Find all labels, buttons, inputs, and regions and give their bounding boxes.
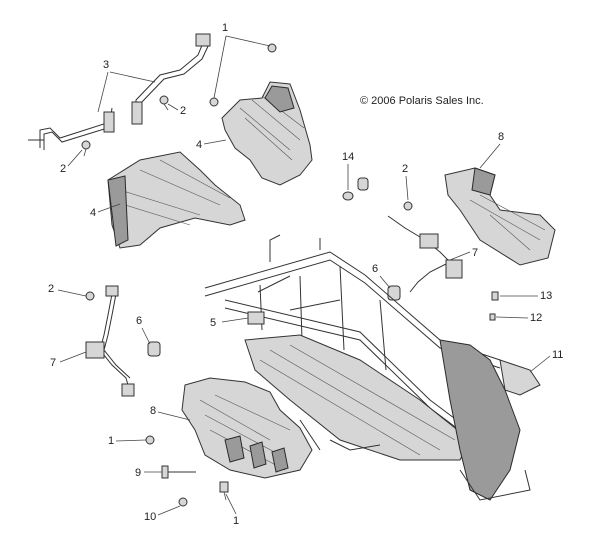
callout-9: 9 <box>135 467 162 479</box>
callout-7b: 7 <box>50 351 87 369</box>
callout-4b-label: 4 <box>90 207 96 219</box>
part-3-bracket-rods <box>28 33 211 150</box>
part-8-footwell-lower <box>181 377 313 479</box>
callout-3-label: 3 <box>103 59 109 71</box>
callout-1b-label: 1 <box>108 435 114 447</box>
part-2-screw-a <box>159 95 169 111</box>
callout-1a: 1 <box>213 22 271 99</box>
callout-4a: 4 <box>196 139 227 151</box>
callout-11: 11 <box>529 349 563 373</box>
part-7-bracket-left <box>85 285 135 397</box>
callout-2b: 2 <box>60 149 83 175</box>
part-11-main-frame <box>204 234 541 501</box>
part-9-bolt <box>161 465 196 479</box>
callout-11-label: 11 <box>552 349 563 361</box>
callout-6b: 6 <box>136 315 151 345</box>
part-13-pin <box>491 291 499 301</box>
part-4-fender-lower <box>107 151 246 249</box>
part-1-fastener-bottom <box>219 481 229 501</box>
callout-2d: 2 <box>48 283 87 297</box>
callout-4a-label: 4 <box>196 139 202 151</box>
callout-6a-label: 6 <box>372 263 378 275</box>
callout-10: 10 <box>144 505 181 523</box>
part-8-footwell-upper <box>444 167 556 266</box>
part-1-fastener-left <box>145 435 155 445</box>
callout-8a-label: 8 <box>498 131 504 143</box>
part-2-screw-c <box>403 201 413 211</box>
callout-1a-label: 1 <box>222 22 228 34</box>
part-2-screw-d <box>85 291 95 301</box>
callout-7a: 7 <box>449 247 478 261</box>
callout-6b-label: 6 <box>136 315 142 327</box>
callout-2a: 2 <box>167 103 186 117</box>
part-12-clip <box>489 313 496 321</box>
callout-14-label: 14 <box>342 151 354 163</box>
callout-1b: 1 <box>108 435 147 447</box>
callout-2c: 2 <box>402 163 409 201</box>
part-6-bushing-left <box>147 341 161 357</box>
callout-5: 5 <box>210 317 249 329</box>
part-7-bracket-right <box>387 215 463 293</box>
callout-7a-label: 7 <box>472 247 478 259</box>
callout-1c: 1 <box>225 493 239 527</box>
callout-4b: 4 <box>90 203 121 219</box>
callout-1c-label: 1 <box>233 515 239 527</box>
callout-13-label: 13 <box>540 290 552 302</box>
callout-3: 3 <box>97 59 156 113</box>
part-14-bushings <box>342 177 369 201</box>
callout-2b-label: 2 <box>60 163 66 175</box>
part-10-nut <box>178 497 188 507</box>
callout-2d-label: 2 <box>48 283 54 295</box>
part-2-screw-b <box>81 140 91 157</box>
copyright-text: © 2006 Polaris Sales Inc. <box>360 95 484 107</box>
callout-8b: 8 <box>150 405 191 421</box>
callout-12: 12 <box>495 312 542 324</box>
callout-7b-label: 7 <box>50 357 56 369</box>
callout-2c-label: 2 <box>402 163 408 175</box>
part-4-fender-upper <box>221 81 313 186</box>
callout-12-label: 12 <box>530 312 542 324</box>
callout-9-label: 9 <box>135 467 141 479</box>
callout-5-label: 5 <box>210 317 216 329</box>
callout-14: 14 <box>342 151 354 190</box>
callout-13: 13 <box>500 290 552 302</box>
callout-6a: 6 <box>372 263 391 289</box>
callout-8b-label: 8 <box>150 405 156 417</box>
part-5-decal <box>247 311 265 325</box>
callout-8a: 8 <box>479 131 504 169</box>
callout-2a-label: 2 <box>180 105 186 117</box>
callout-10-label: 10 <box>144 511 156 523</box>
